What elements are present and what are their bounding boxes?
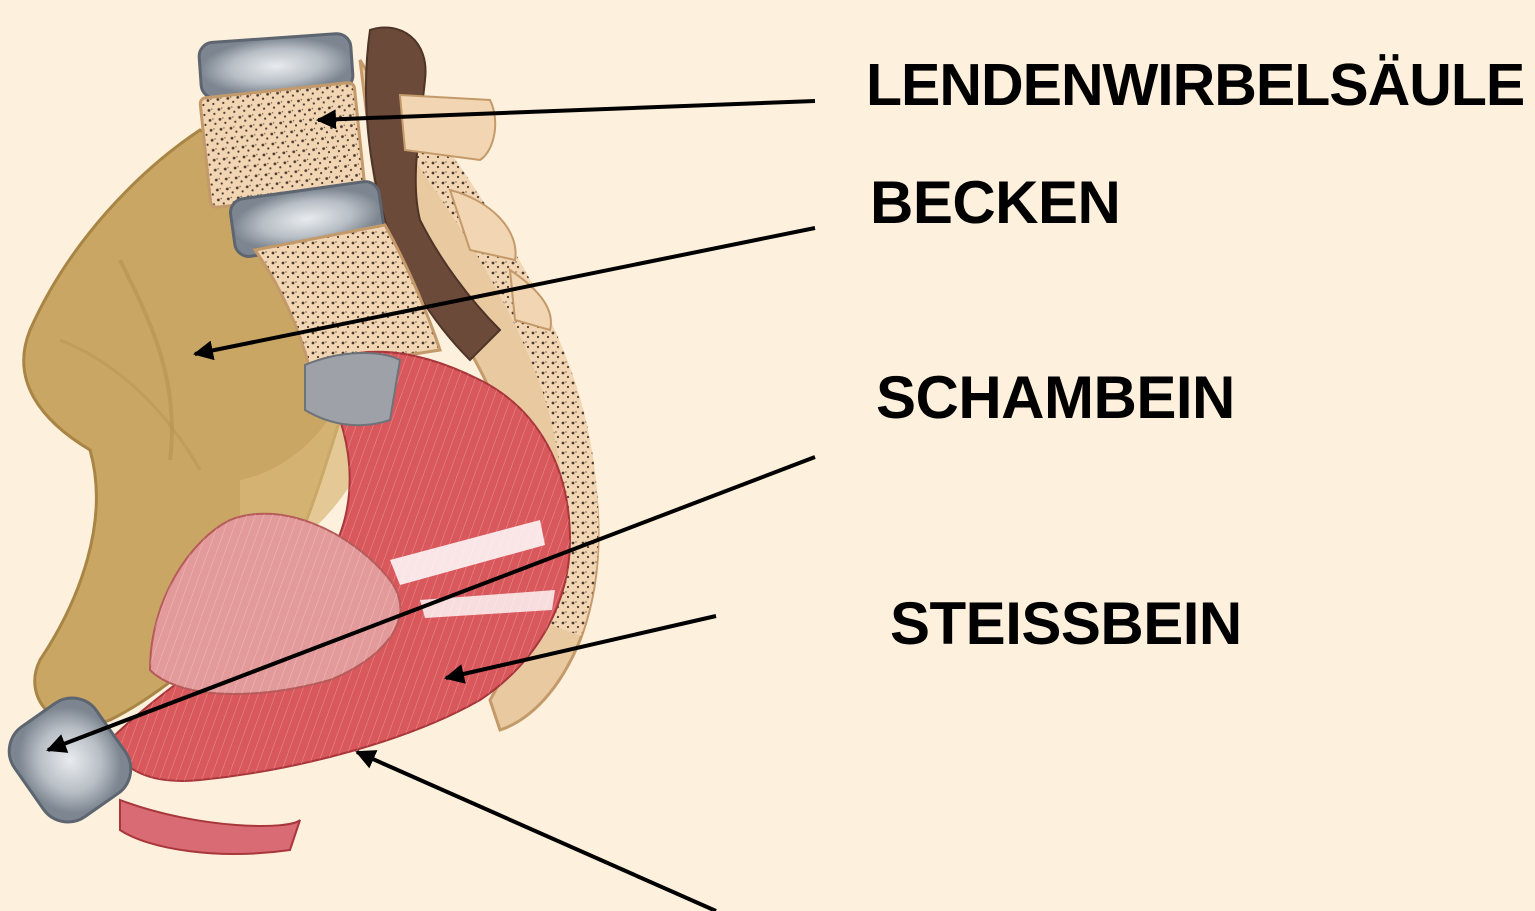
label-lendenwirbelsaeule: LENDENWIRBELSÄULE — [866, 56, 1524, 115]
label-schambein: SCHAMBEIN — [876, 368, 1235, 428]
label-steissbein: STEISSBEIN — [890, 594, 1242, 654]
arrow-beckenboden — [357, 752, 716, 911]
label-becken: BECKEN — [870, 173, 1120, 233]
